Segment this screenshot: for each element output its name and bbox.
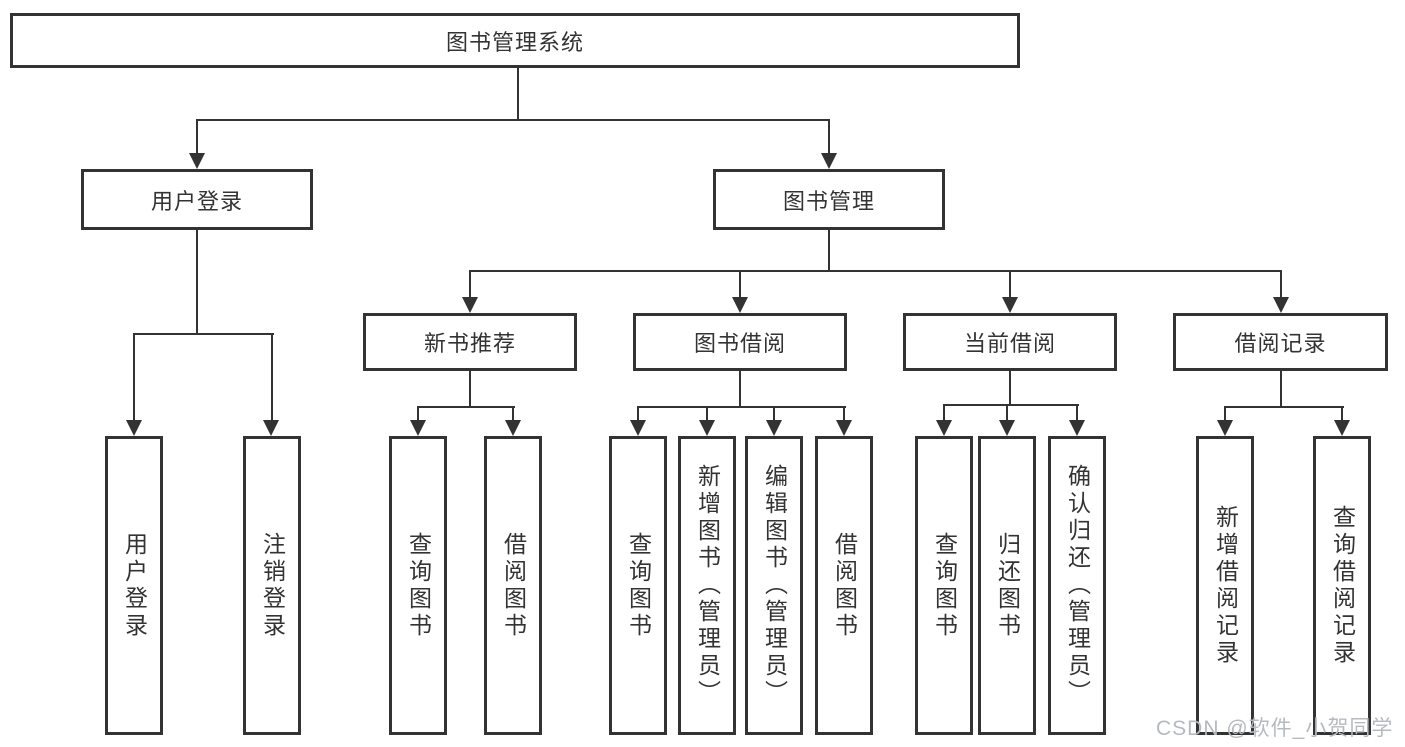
connector-arrowhead [462, 297, 478, 313]
connector-arrowhead [732, 297, 748, 313]
connector-line [1006, 404, 1008, 422]
leaf-label: 查询借阅记录 [1329, 504, 1356, 667]
connector-arrowhead [836, 420, 852, 436]
connector-line [271, 333, 273, 422]
leaf-borrow-books-recommend: 借阅图书 [484, 436, 542, 735]
leaf-label: 借阅图书 [831, 531, 858, 640]
connector-line [773, 406, 775, 422]
connector-line [739, 371, 741, 408]
connector-line [469, 270, 1282, 272]
connector-line [133, 333, 135, 422]
leaf-query-books-recommend: 查询图书 [389, 436, 447, 735]
node-root: 图书管理系统 [10, 13, 1020, 68]
connector-line [1224, 406, 1344, 408]
node-book-borrowing: 图书借阅 [633, 313, 847, 371]
csdn-watermark: CSDN @软件_小贺同学 [1156, 717, 1394, 740]
connector-arrowhead [263, 420, 279, 436]
connector-line [133, 333, 274, 335]
connector-arrowhead [1069, 420, 1085, 436]
connector-arrowhead [630, 420, 646, 436]
leaf-label: 编辑图书（管理员） [761, 464, 788, 707]
connector-line [512, 406, 514, 422]
connector-line [196, 119, 830, 121]
connector-line [196, 119, 198, 155]
leaf-label: 用户登录 [121, 531, 148, 640]
leaf-user-login: 用户登录 [105, 436, 163, 735]
connector-arrowhead [821, 153, 837, 169]
leaf-query-books-borrowing: 查询图书 [609, 436, 667, 735]
connector-line [943, 404, 945, 422]
connector-arrowhead [936, 420, 952, 436]
connector-arrowhead [505, 420, 521, 436]
node-new-book-recommendation: 新书推荐 [363, 313, 577, 371]
leaf-label: 查询图书 [625, 531, 652, 640]
connector-line [469, 371, 471, 408]
connector-arrowhead [1217, 420, 1233, 436]
connector-line [637, 406, 639, 422]
leaf-label: 归还图书 [994, 531, 1021, 640]
leaf-label: 借阅图书 [500, 531, 527, 640]
connector-arrowhead [1002, 297, 1018, 313]
connector-arrowhead [410, 420, 426, 436]
leaf-label: 新增图书（管理员） [694, 464, 721, 707]
connector-arrowhead [699, 420, 715, 436]
leaf-label: 注销登录 [259, 531, 286, 640]
leaf-query-borrow-record: 查询借阅记录 [1313, 436, 1371, 735]
connector-arrowhead [1273, 297, 1289, 313]
connector-arrowhead [189, 153, 205, 169]
connector-line [739, 270, 741, 299]
connector-line [417, 406, 515, 408]
connector-line [196, 230, 198, 335]
leaf-label: 查询图书 [931, 531, 958, 640]
connector-line [843, 406, 845, 422]
connector-line [1009, 270, 1011, 299]
connector-line [637, 406, 846, 408]
connector-line [1076, 404, 1078, 422]
node-current-borrowing: 当前借阅 [903, 313, 1117, 371]
connector-line [943, 404, 1079, 406]
connector-line [706, 406, 708, 422]
leaf-query-books-current: 查询图书 [915, 436, 973, 735]
connector-line [828, 119, 830, 155]
leaf-add-borrow-record: 新增借阅记录 [1196, 436, 1254, 735]
leaf-edit-book-admin: 编辑图书（管理员） [745, 436, 803, 735]
connector-line [417, 406, 419, 422]
connector-line [1280, 270, 1282, 299]
connector-arrowhead [766, 420, 782, 436]
leaf-label: 查询图书 [405, 531, 432, 640]
node-user-login: 用户登录 [81, 169, 313, 230]
leaf-confirm-return-admin: 确认归还（管理员） [1048, 436, 1106, 735]
leaf-label: 新增借阅记录 [1212, 504, 1239, 667]
leaf-label: 确认归还（管理员） [1064, 464, 1091, 707]
connector-arrowhead [999, 420, 1015, 436]
connector-arrowhead [1334, 420, 1350, 436]
connector-line [1224, 406, 1226, 422]
connector-line [1009, 371, 1011, 406]
connector-line [828, 230, 830, 272]
connector-line [469, 270, 471, 299]
connector-line [517, 68, 519, 121]
node-borrowing-records: 借阅记录 [1173, 313, 1388, 371]
leaf-borrow-books: 借阅图书 [815, 436, 873, 735]
leaf-add-book-admin: 新增图书（管理员） [678, 436, 736, 735]
node-book-management: 图书管理 [713, 169, 945, 230]
connector-line [1280, 371, 1282, 408]
connector-arrowhead [126, 420, 142, 436]
leaf-logout: 注销登录 [243, 436, 301, 735]
leaf-return-books: 归还图书 [978, 436, 1036, 735]
connector-line [1341, 406, 1343, 422]
